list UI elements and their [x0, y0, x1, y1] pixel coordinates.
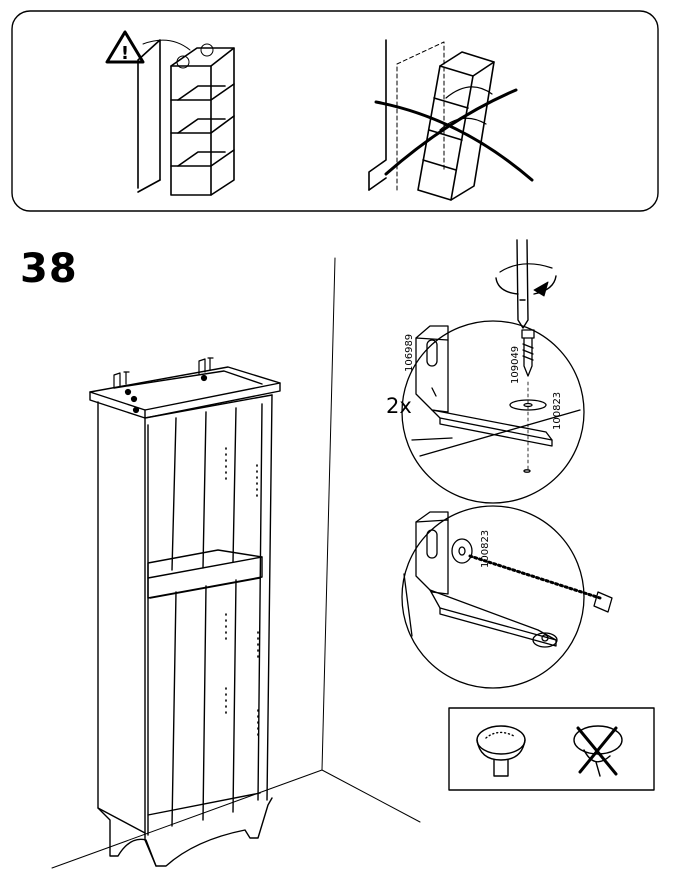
quantity-label: 2x [386, 394, 412, 418]
cross-out-icon [374, 88, 534, 182]
part-number-screw: 109049 [510, 345, 521, 384]
warning-triangle-icon: ! [105, 30, 145, 64]
wall-bracket-mini [113, 357, 214, 414]
step-number: 38 [20, 246, 78, 292]
correct-anchored-bookcase [137, 39, 235, 196]
incorrect-tipping-bookcase [368, 39, 495, 201]
part-number-washer-top: 100823 [552, 391, 563, 430]
detail-circle-screw-top [401, 320, 585, 504]
cross-out-icon [576, 726, 618, 776]
detail-circle-wall-screw [401, 505, 613, 689]
svg-text:!: ! [121, 43, 129, 64]
room-corner [51, 257, 421, 869]
bookcase [89, 357, 281, 867]
screwdriver-icon [495, 239, 557, 329]
part-number-washer-bottom: 100823 [480, 529, 491, 568]
part-number-bracket: 106989 [404, 333, 415, 372]
correct-plug [476, 725, 526, 777]
warning-panel: ! [11, 10, 659, 212]
plug-comparison-box [448, 707, 655, 791]
